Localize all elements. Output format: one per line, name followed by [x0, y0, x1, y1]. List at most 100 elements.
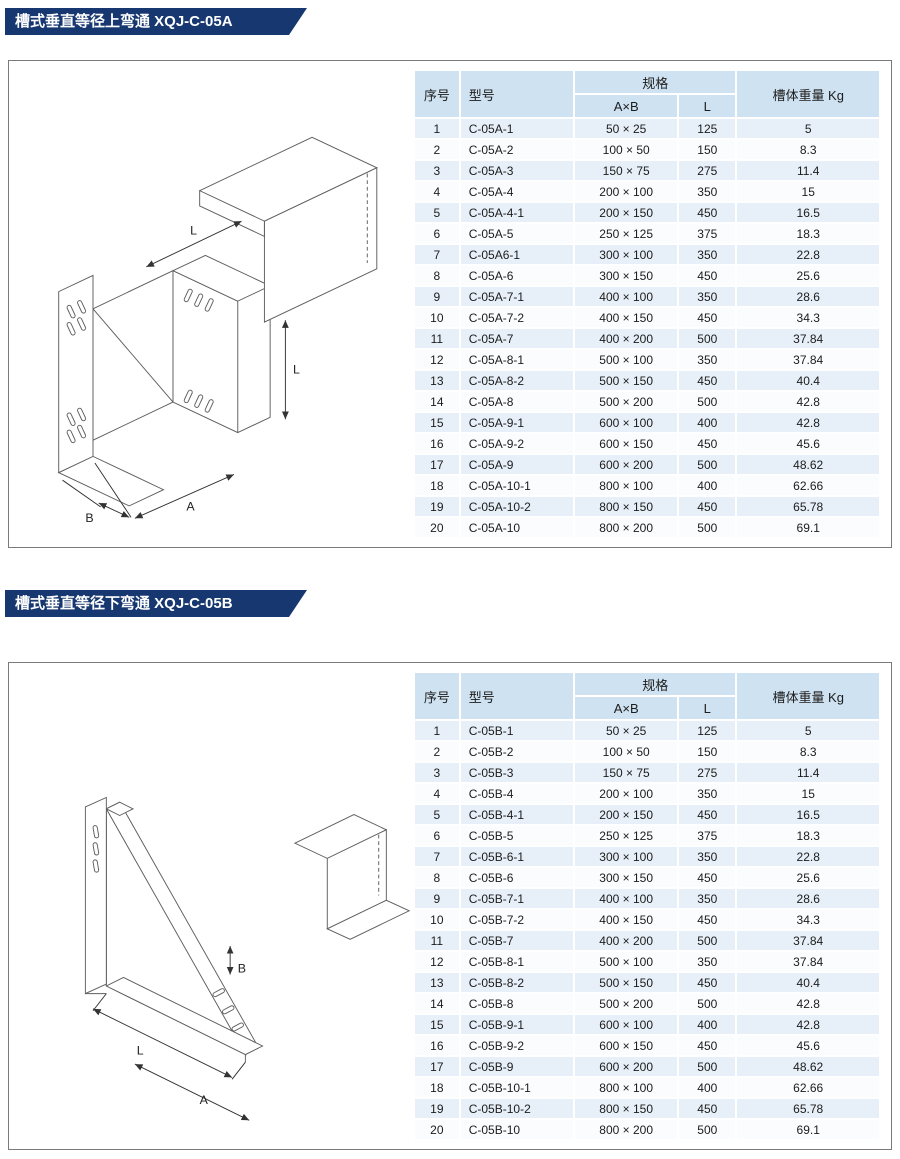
cell: 15 — [415, 413, 459, 432]
cell: C-05A-6 — [460, 266, 574, 285]
col-header-spec: 规格 — [575, 673, 736, 695]
cell: 300 × 100 — [575, 847, 678, 866]
cell: 125 — [679, 721, 736, 740]
cell: 500 × 100 — [575, 952, 678, 971]
cell: 22.8 — [737, 245, 879, 264]
dim-label-b: B — [238, 962, 246, 976]
cell: 18.3 — [737, 826, 879, 845]
cell: 800 × 100 — [575, 476, 678, 495]
col-header-axb: A×B — [575, 697, 678, 719]
cell: 100 × 50 — [575, 742, 678, 761]
cell: 350 — [679, 245, 736, 264]
cell: 150 × 75 — [575, 763, 678, 782]
cell: 3 — [415, 161, 459, 180]
cell: 13 — [415, 371, 459, 390]
cell: 11.4 — [737, 161, 879, 180]
bend-body — [84, 796, 264, 1063]
dimension-lines: B L A — [92, 946, 250, 1121]
cell: 450 — [679, 805, 736, 824]
cell: 125 — [679, 119, 736, 138]
cell: 20 — [415, 518, 459, 537]
cell: C-05B-4-1 — [460, 805, 574, 824]
cell: 1 — [415, 721, 459, 740]
section-title: 槽式垂直等径上弯通 XQJ-C-05A — [15, 13, 233, 30]
cell: C-05A-7-2 — [460, 308, 574, 327]
cell: 37.84 — [737, 931, 879, 950]
cell: 500 × 150 — [575, 371, 678, 390]
cell: 17 — [415, 1057, 459, 1076]
cell: 15 — [737, 784, 879, 803]
cell: 450 — [679, 203, 736, 222]
cell: 250 × 125 — [575, 826, 678, 845]
dim-label-a: A — [186, 500, 195, 514]
cell: 500 — [679, 455, 736, 474]
cell: 600 × 200 — [575, 1057, 678, 1076]
cell: 42.8 — [737, 994, 879, 1013]
cell: 40.4 — [737, 973, 879, 992]
cell: 48.62 — [737, 1057, 879, 1076]
cell: 69.1 — [737, 1120, 879, 1139]
cell: 62.66 — [737, 1078, 879, 1097]
cell: 500 × 200 — [575, 994, 678, 1013]
cell: C-05B-1 — [460, 721, 574, 740]
cell: C-05A-1 — [460, 119, 574, 138]
cell: C-05B-9 — [460, 1057, 574, 1076]
cell: 350 — [679, 889, 736, 908]
cell: 20 — [415, 1120, 459, 1139]
section-banner: 槽式垂直等径上弯通 XQJ-C-05A — [5, 8, 307, 35]
cell: 350 — [679, 952, 736, 971]
cell: 25.6 — [737, 266, 879, 285]
cell: 19 — [415, 1099, 459, 1118]
cell: 8.3 — [737, 140, 879, 159]
cell: 600 × 200 — [575, 455, 678, 474]
cell: 3 — [415, 763, 459, 782]
cell: 8 — [415, 868, 459, 887]
cell: 400 × 150 — [575, 308, 678, 327]
cell: 18.3 — [737, 224, 879, 243]
cell: C-05A-10 — [460, 518, 574, 537]
cell: 400 — [679, 413, 736, 432]
col-header-spec: 规格 — [575, 71, 736, 93]
cell: 28.6 — [737, 287, 879, 306]
cell: 400 × 100 — [575, 889, 678, 908]
cell: 34.3 — [737, 308, 879, 327]
cell: 16 — [415, 1036, 459, 1055]
cell: 15 — [737, 182, 879, 201]
cell: 16 — [415, 434, 459, 453]
cell: 18 — [415, 476, 459, 495]
cell: 14 — [415, 994, 459, 1013]
cell: 7 — [415, 847, 459, 866]
cell: C-05A-3 — [460, 161, 574, 180]
cell: C-05B-6-1 — [460, 847, 574, 866]
content-box: B L A 序号 — [8, 662, 892, 1150]
cell: 350 — [679, 287, 736, 306]
cell: C-05A-7-1 — [460, 287, 574, 306]
cell: C-05A-9-1 — [460, 413, 574, 432]
cell: 350 — [679, 847, 736, 866]
cell: 500 × 200 — [575, 392, 678, 411]
section-upward-bend: 槽式垂直等径上弯通 XQJ-C-05A — [0, 8, 900, 548]
cell: 65.78 — [737, 497, 879, 516]
cell: 450 — [679, 308, 736, 327]
col-header-no: 序号 — [415, 71, 459, 117]
cell: 4 — [415, 182, 459, 201]
cell: 800 × 150 — [575, 497, 678, 516]
cell: 10 — [415, 308, 459, 327]
cell: 16.5 — [737, 805, 879, 824]
cell: 200 × 150 — [575, 203, 678, 222]
